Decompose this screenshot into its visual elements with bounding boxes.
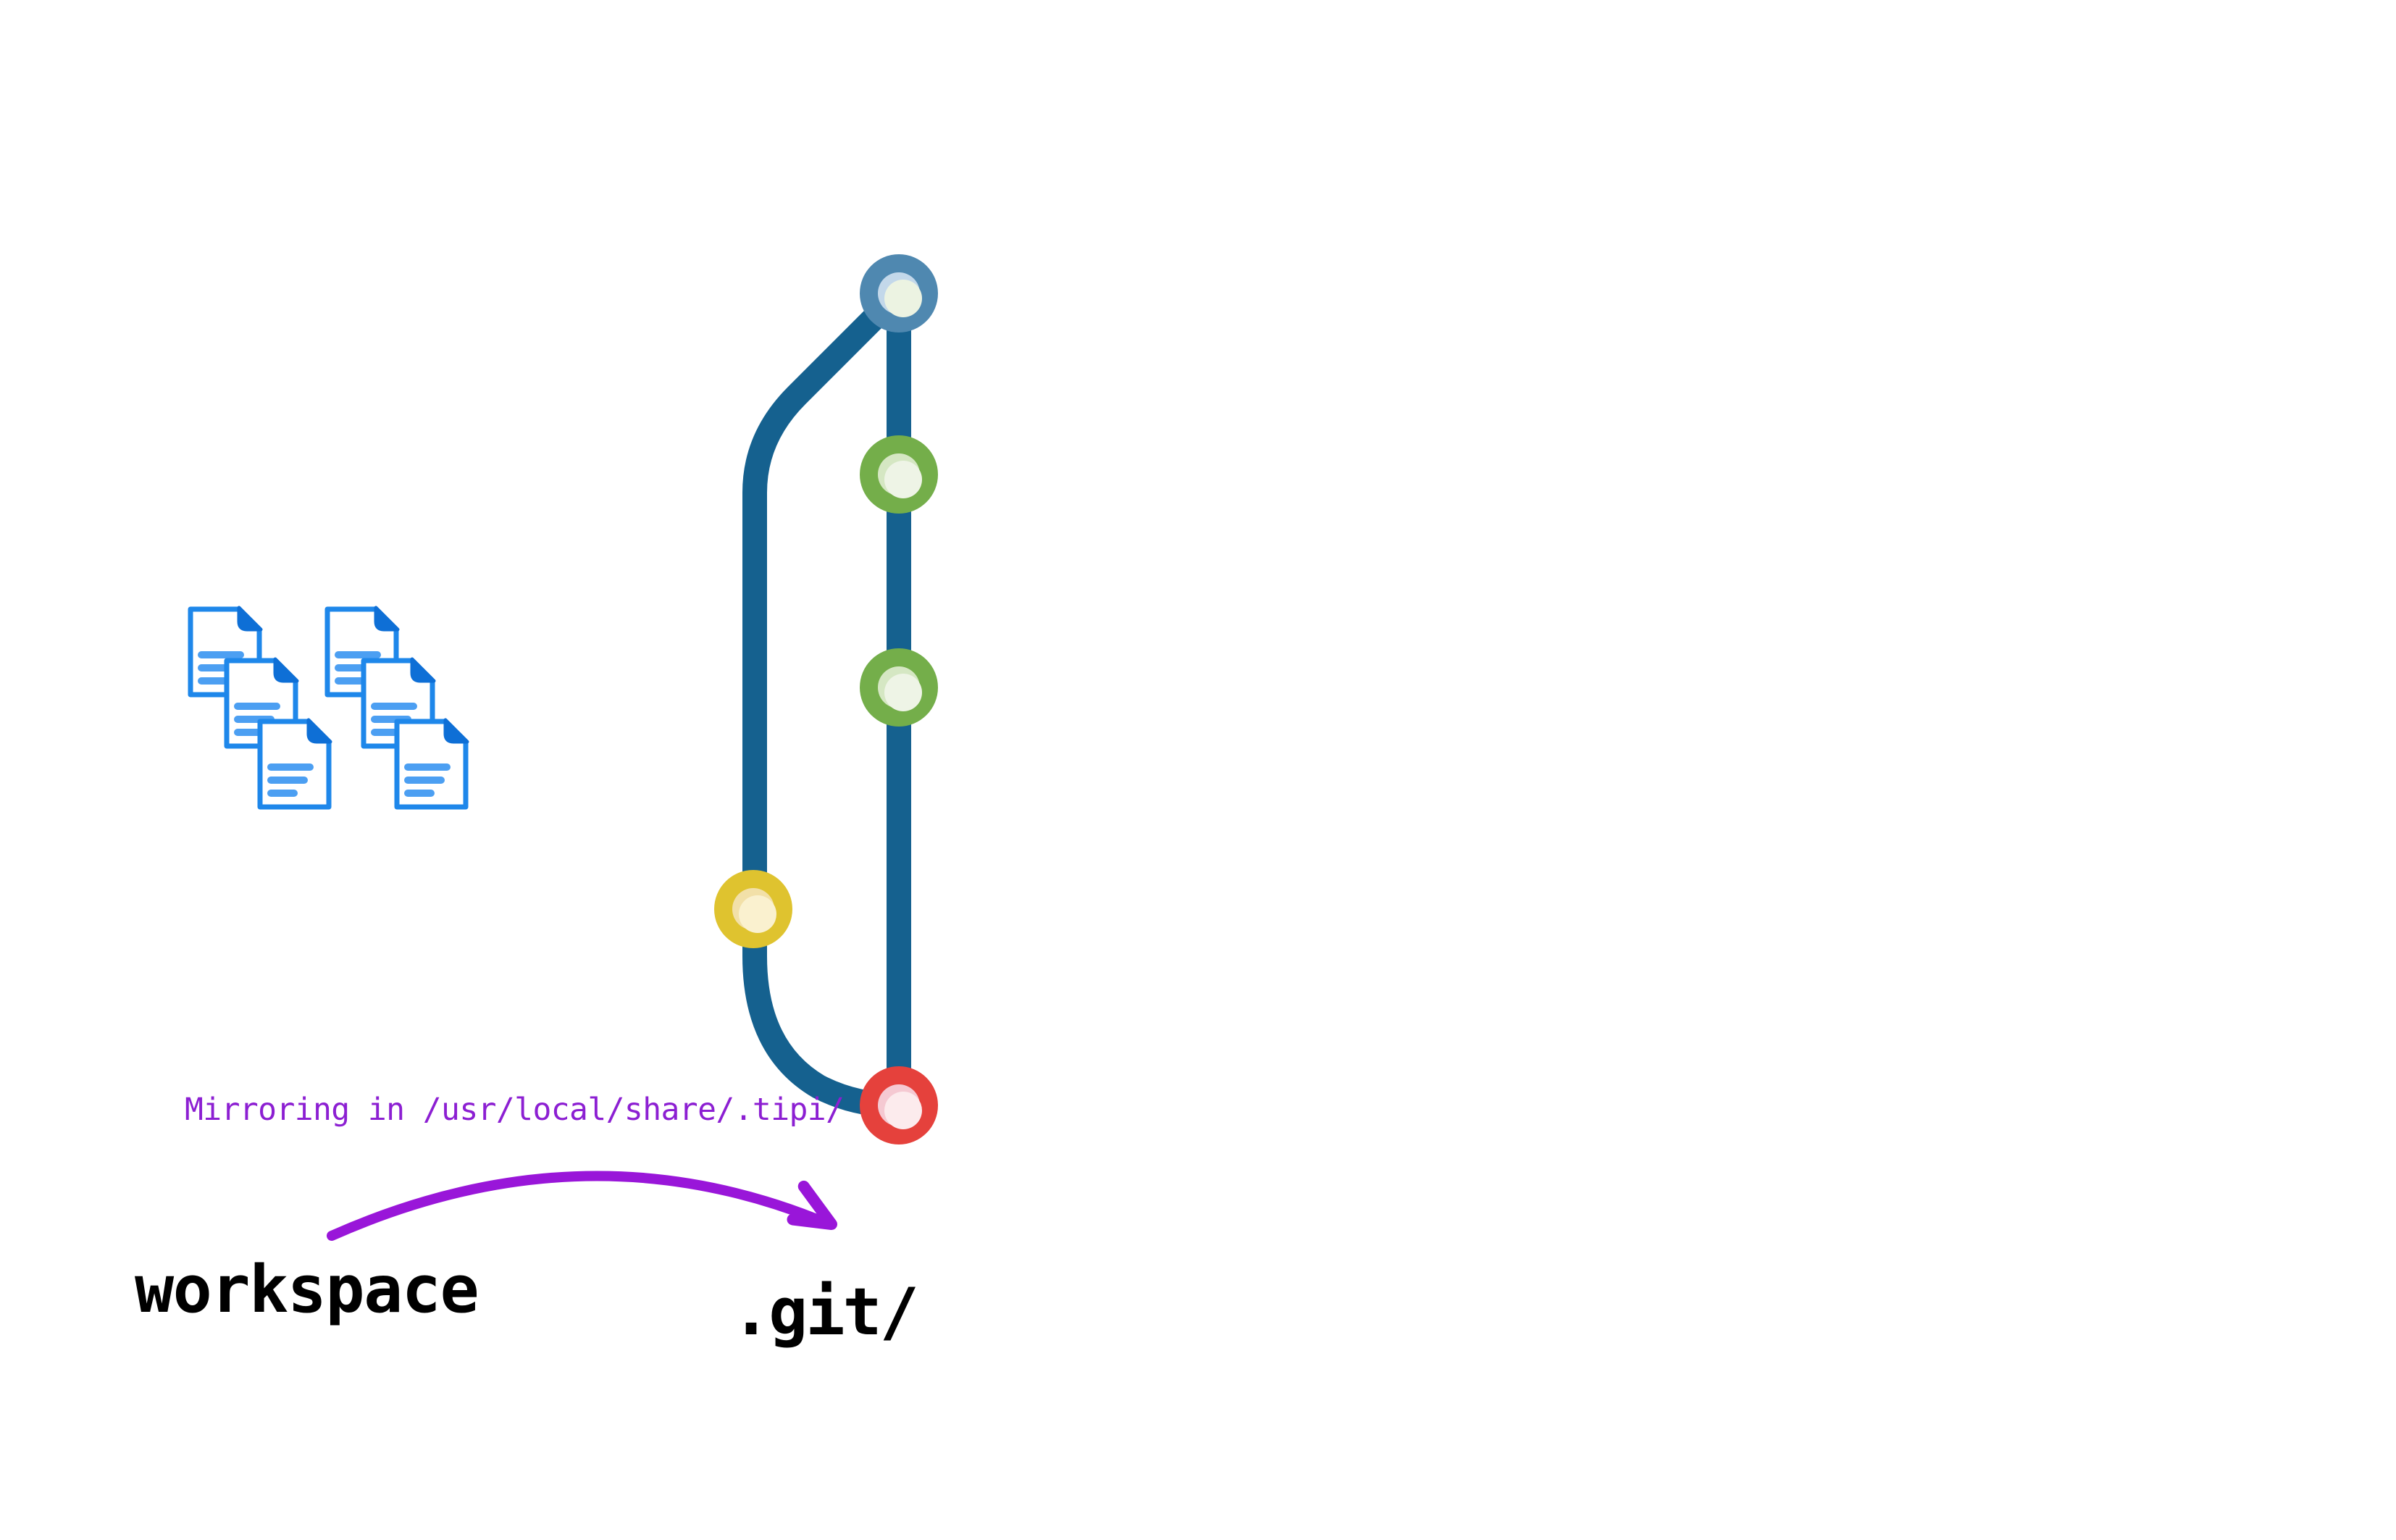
document-icon <box>394 718 469 810</box>
mirroring-label: Mirroring in /usr/local/share/.tipi/ <box>185 1092 845 1128</box>
commit-nodes <box>714 254 938 1144</box>
commit-node-red <box>860 1066 938 1144</box>
commit-node-blue <box>860 254 938 332</box>
commit-node-green <box>860 648 938 727</box>
git-dir-label: .git/ <box>732 1274 919 1350</box>
curved-arrow-icon <box>327 1171 820 1241</box>
commit-node-yellow <box>714 870 792 948</box>
document-clusters <box>188 606 469 810</box>
arrow-head-icon <box>787 1180 837 1230</box>
mirror-arrow <box>327 1171 837 1241</box>
commit-node-green <box>860 435 938 514</box>
workspace-label: workspace <box>135 1252 479 1328</box>
document-icon <box>257 718 332 810</box>
branch-line <box>742 281 911 1118</box>
